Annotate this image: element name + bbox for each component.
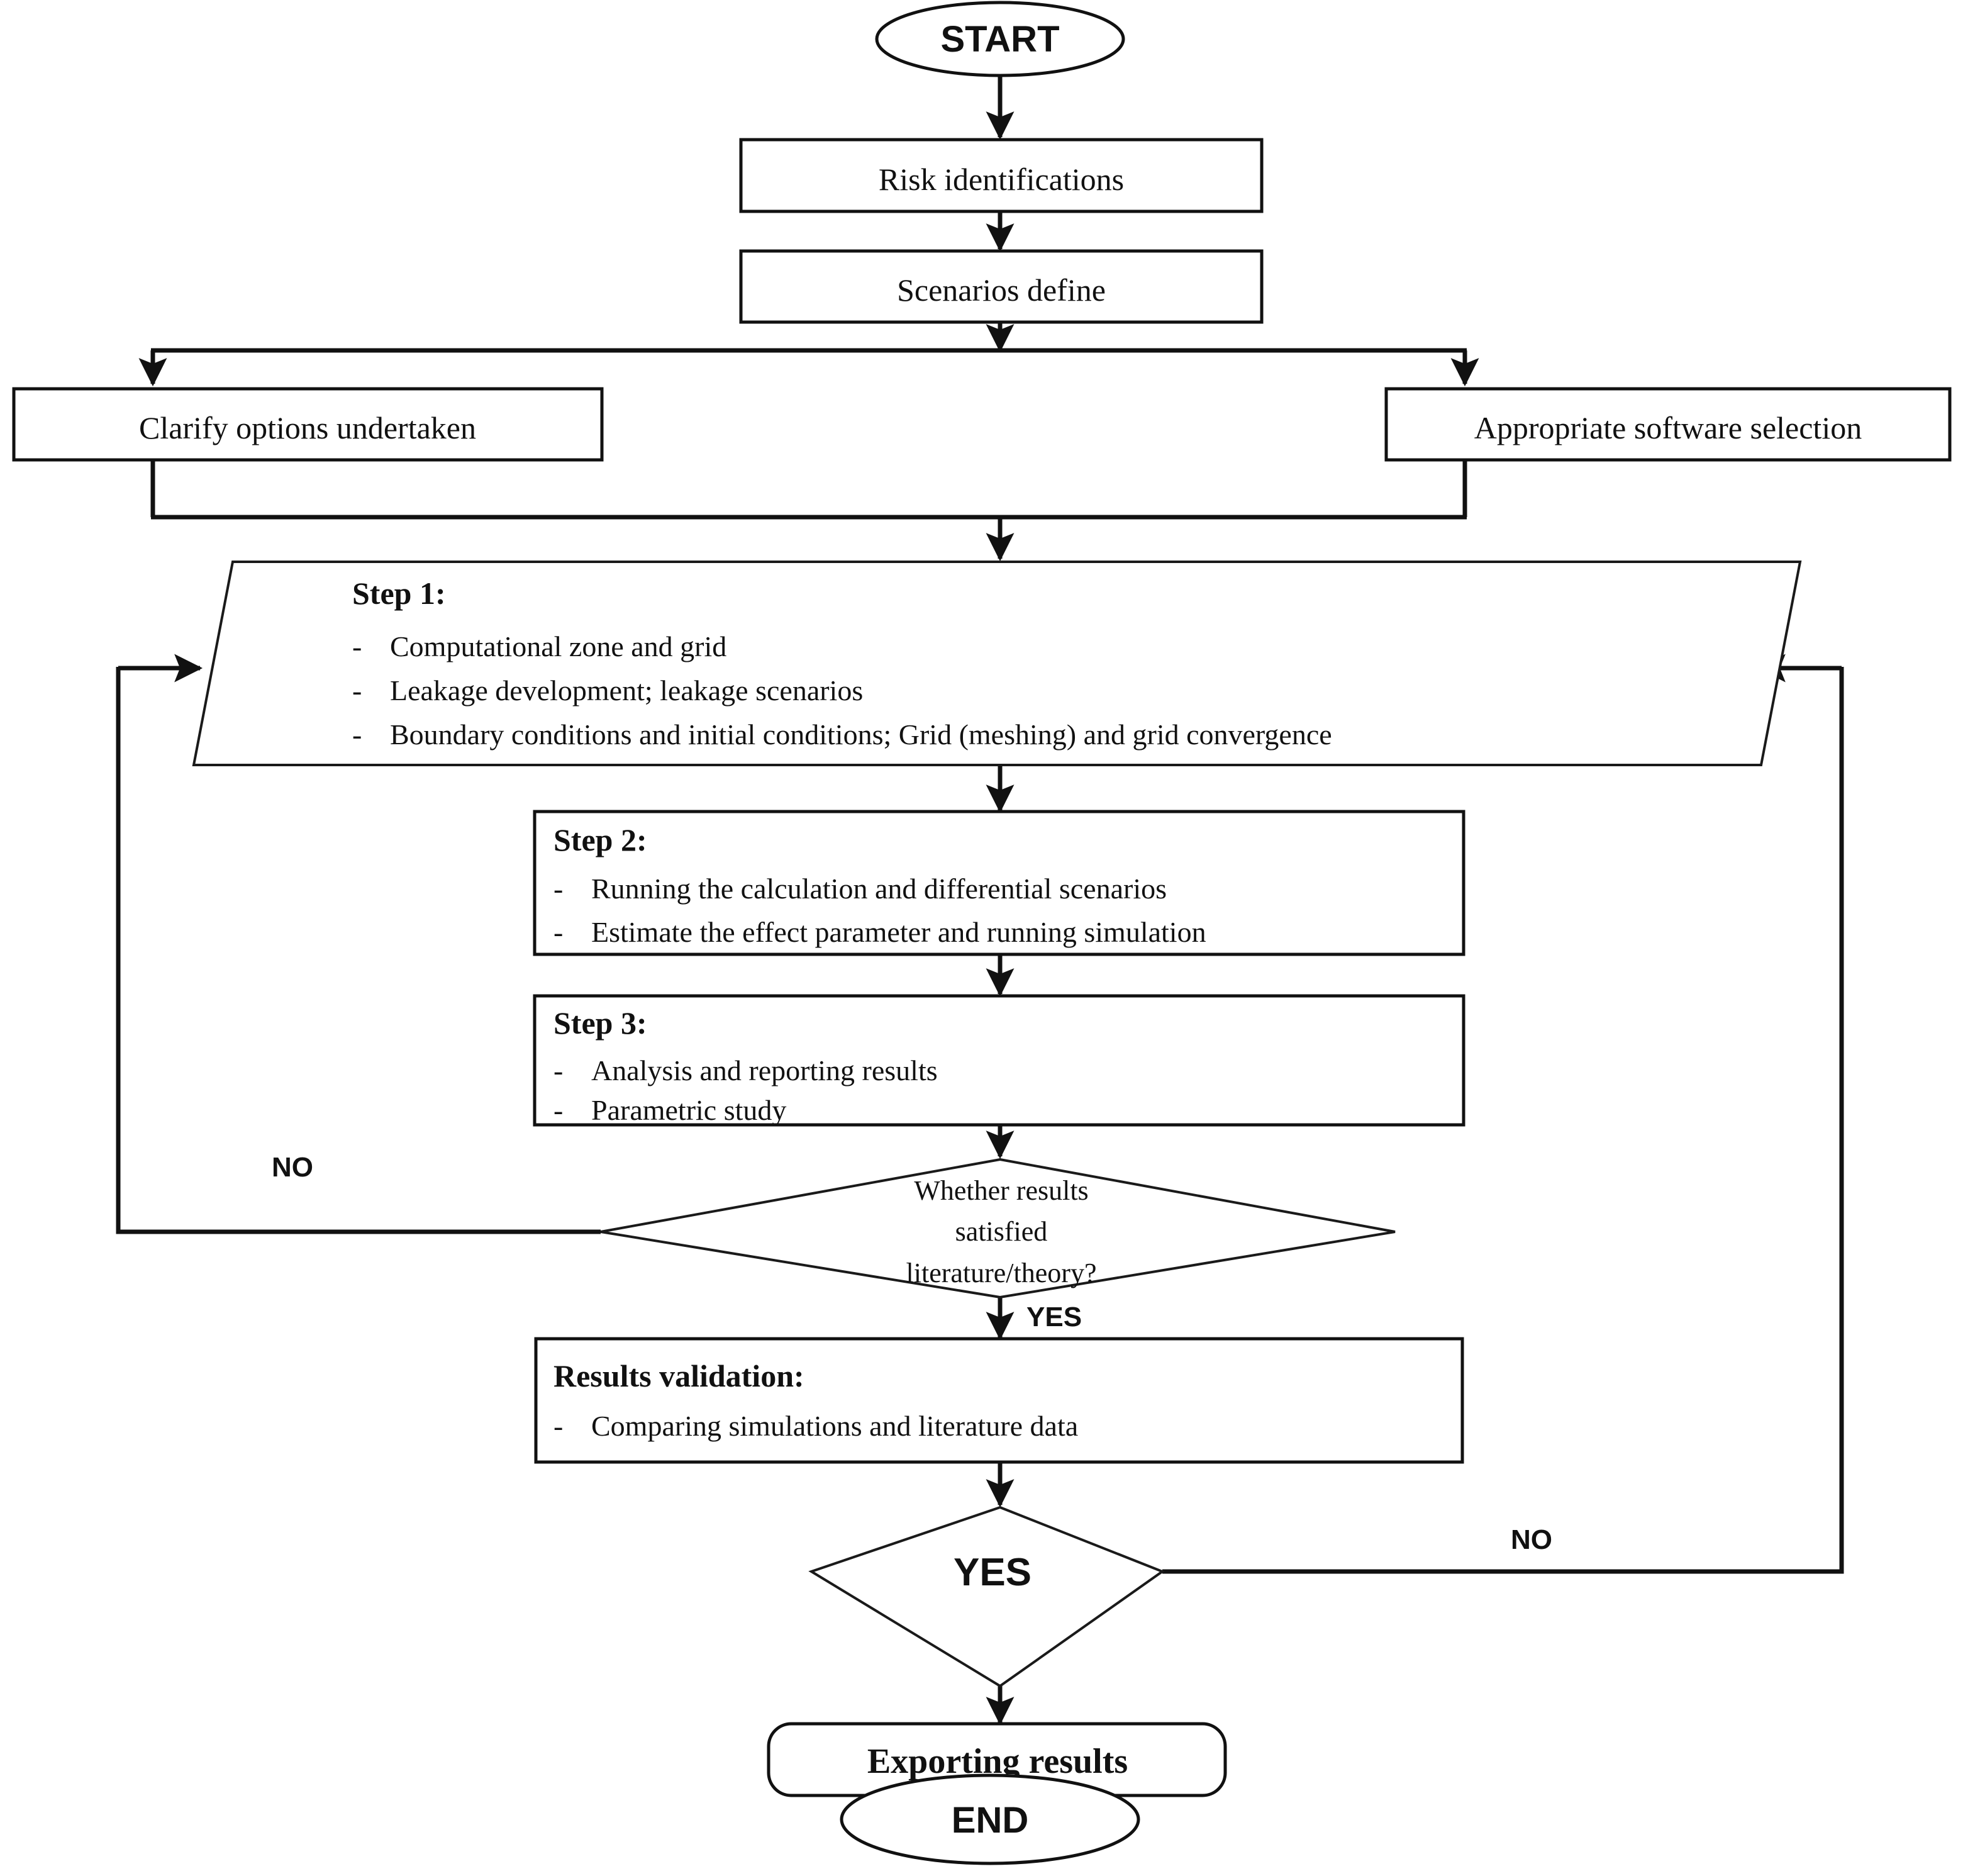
risk-identifications-label: Risk identifications [879, 162, 1124, 197]
decision1-line-2: literature/theory? [906, 1258, 1097, 1288]
edge-label-decision1-no: NO [272, 1152, 313, 1183]
step2-bullet-1: - [553, 916, 563, 948]
step1-bullet-0: - [352, 630, 362, 662]
edge-decision1-no-loop [116, 654, 601, 1234]
step3-bullet-0: - [553, 1054, 563, 1086]
node-step1[interactable]: Step 1: - Computational zone and grid - … [192, 561, 1802, 766]
software-selection-label: Appropriate software selection [1474, 410, 1862, 445]
edge-merge-to-step1 [151, 515, 1467, 562]
step3-bullet-1: - [553, 1094, 563, 1126]
step1-bullet-2: - [352, 718, 362, 751]
step3-item-0: Analysis and reporting results [591, 1054, 938, 1086]
step1-item-1: Leakage development; leakage scenarios [390, 674, 863, 706]
step1-item-2: Boundary conditions and initial conditio… [390, 718, 1332, 751]
node-start[interactable]: START [875, 1, 1125, 77]
node-risk-identifications[interactable]: Risk identifications [739, 138, 1264, 213]
edge-label-decision1-yes: YES [1026, 1302, 1082, 1332]
step3-item-1: Parametric study [591, 1094, 786, 1126]
edge-label-decision2-no: NO [1511, 1524, 1552, 1555]
scenarios-define-label: Scenarios define [897, 272, 1106, 308]
node-step3[interactable]: Step 3: - Analysis and reporting results… [533, 994, 1465, 1127]
end-label: END [952, 1800, 1028, 1841]
node-decision1[interactable]: Whether results satisfied literature/the… [600, 1158, 1396, 1299]
start-label: START [940, 19, 1059, 60]
decision2-label: YES [954, 1551, 1032, 1594]
step2-item-0: Running the calculation and differential… [591, 873, 1167, 905]
decision1-line-0: Whether results [914, 1175, 1088, 1206]
node-end[interactable]: END [840, 1773, 1140, 1865]
results-validation-heading: Results validation: [553, 1358, 804, 1393]
step2-item-1: Estimate the effect parameter and runnin… [591, 916, 1206, 948]
node-results-validation[interactable]: Results validation: - Comparing simulati… [534, 1337, 1464, 1464]
node-step2[interactable]: Step 2: - Running the calculation and di… [533, 810, 1465, 956]
clarify-options-label: Clarify options undertaken [139, 410, 476, 445]
step2-bullet-0: - [553, 873, 563, 905]
node-clarify-options[interactable]: Clarify options undertaken [12, 387, 604, 462]
results-validation-bullet-0: - [553, 1410, 563, 1442]
step1-bullet-1: - [352, 674, 362, 706]
step2-heading: Step 2: [553, 822, 647, 857]
results-validation-item-0: Comparing simulations and literature dat… [591, 1410, 1078, 1442]
decision1-line-1: satisfied [955, 1216, 1048, 1247]
step3-heading: Step 3: [553, 1005, 647, 1041]
step1-heading: Step 1: [352, 576, 446, 611]
node-scenarios-define[interactable]: Scenarios define [739, 249, 1264, 324]
step1-item-0: Computational zone and grid [390, 630, 726, 662]
node-decision2[interactable]: YES [808, 1505, 1165, 1688]
node-software-selection[interactable]: Appropriate software selection [1384, 387, 1952, 462]
edge-scenarios-to-split [138, 321, 1479, 387]
